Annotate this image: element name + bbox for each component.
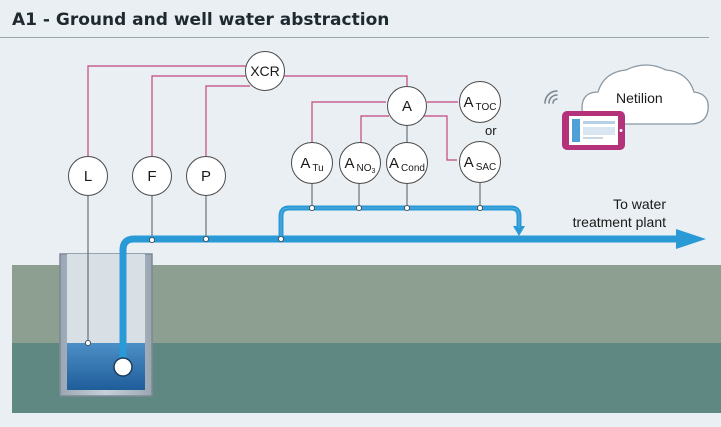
toc-sub: TOC: [475, 101, 497, 113]
nitrate-sub: NO: [356, 162, 372, 174]
cloud-label: Netilion: [616, 90, 663, 106]
analyzer-hub: A: [387, 86, 427, 126]
signal-lines: [87, 65, 458, 161]
tablet-icon: [562, 111, 625, 150]
toc-main: A: [463, 93, 474, 111]
flow-arrowhead: [676, 229, 706, 249]
flow-sensor: F: [132, 156, 172, 196]
turbidity-sub: Tu: [312, 162, 324, 174]
pump: [113, 357, 133, 377]
sac-sub: SAC: [475, 161, 497, 173]
pressure-sensor: P: [186, 156, 226, 196]
main-pipe: [119, 235, 682, 365]
cloud-icon: [581, 64, 709, 125]
page-title: A1 - Ground and well water abstraction: [12, 10, 390, 30]
bypass-arrowhead: [513, 226, 525, 236]
turbidity-main: A: [300, 154, 311, 172]
xcr-label: XCR: [250, 63, 280, 79]
nitrate-sub-index: 3: [371, 167, 376, 175]
sac-main: A: [463, 153, 474, 171]
connection-nodes: [84, 204, 484, 347]
or-label: or: [485, 123, 497, 138]
wifi-icon: [544, 90, 558, 104]
measurement-links: [87, 124, 481, 341]
conductivity-sub: Cond: [401, 162, 425, 174]
xcr-controller: XCR: [245, 51, 285, 91]
conductivity-main: A: [389, 154, 400, 172]
level-sensor: L: [68, 156, 108, 196]
pressure-label: P: [200, 167, 211, 185]
sampling-bypass: [278, 205, 522, 239]
well: [59, 253, 153, 397]
analyzer-label: A: [401, 97, 412, 115]
destination-label-line2: treatment plant: [572, 214, 666, 230]
nitrate-main: A: [344, 154, 355, 172]
level-label: L: [83, 167, 93, 185]
title-divider: [0, 37, 709, 38]
flow-label: F: [147, 167, 157, 185]
destination-label-line1: To water: [613, 196, 666, 212]
